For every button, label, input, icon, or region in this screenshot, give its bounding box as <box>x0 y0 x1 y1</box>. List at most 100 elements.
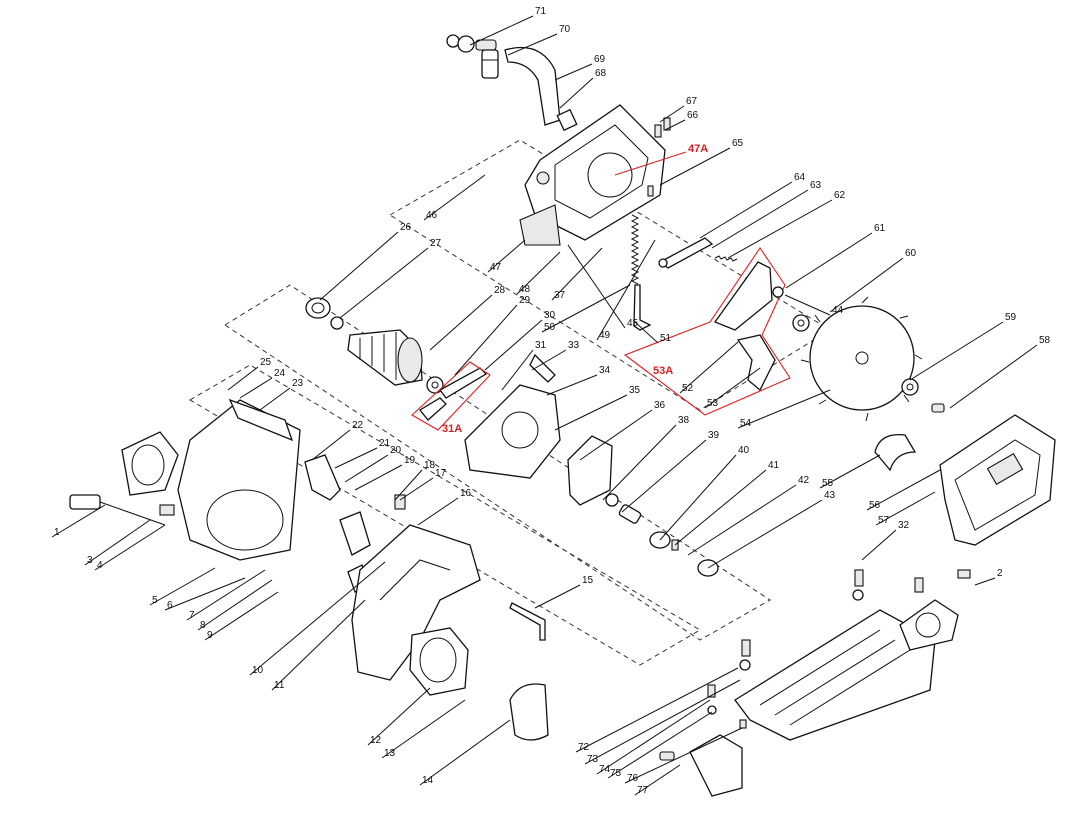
part-number-14: 14 <box>422 775 434 786</box>
part-number-71: 71 <box>535 6 547 17</box>
callout-label-b: 31A <box>442 423 462 435</box>
part-number-68: 68 <box>595 68 607 79</box>
leader-line-14 <box>419 719 511 786</box>
leader-line-73 <box>584 679 741 765</box>
part-number-33: 33 <box>568 340 580 351</box>
part-number-16: 16 <box>460 488 472 499</box>
part-washer-62 <box>772 286 784 298</box>
part-number-73: 73 <box>587 754 599 765</box>
leader-line-26 <box>319 231 399 301</box>
leader-line-18 <box>394 469 423 501</box>
leader-line-51 <box>634 321 659 344</box>
part-number-49: 49 <box>599 330 611 341</box>
part-number-64: 64 <box>794 172 806 183</box>
leader-line-13 <box>381 699 466 759</box>
leader-line-5 <box>149 567 216 606</box>
part-number-52: 52 <box>682 383 694 394</box>
part-number-1: 1 <box>54 527 60 538</box>
leader-line-27 <box>339 247 429 319</box>
part-inner-flange <box>792 314 810 332</box>
part-number-13: 13 <box>384 748 396 759</box>
part-number-65: 65 <box>732 138 744 149</box>
leader-line-76 <box>624 727 743 784</box>
part-end-cap <box>121 431 179 496</box>
part-number-62: 62 <box>834 190 846 201</box>
part-bearing-29 <box>426 376 444 394</box>
part-number-4: 4 <box>97 560 103 571</box>
part-power-cord <box>69 494 166 526</box>
part-handle <box>351 524 481 681</box>
leader-line-55 <box>819 454 881 489</box>
leader-line-47 <box>487 239 526 273</box>
part-number-21: 21 <box>379 438 391 449</box>
part-number-69: 69 <box>594 54 606 65</box>
leader-line-9 <box>204 591 279 641</box>
part-lower-blade-guard <box>939 414 1056 546</box>
part-number-57: 57 <box>878 515 890 526</box>
part-number-43: 43 <box>824 490 836 501</box>
part-number-3: 3 <box>87 555 93 566</box>
leader-line-39 <box>621 439 707 513</box>
leader-line-37 <box>551 247 603 301</box>
part-brake-plate <box>439 367 488 399</box>
leader-line-53 <box>704 367 761 409</box>
leader-line-31 <box>501 349 534 391</box>
leader-line-67 <box>659 105 685 123</box>
leader-line-52 <box>679 341 739 394</box>
part-number-32: 32 <box>898 520 910 531</box>
outline-motor-group <box>224 284 771 641</box>
leader-line-24 <box>239 377 273 399</box>
part-upper-blade-guard <box>519 104 666 246</box>
part-number-53: 53 <box>707 398 719 409</box>
leader-line-36 <box>579 409 653 461</box>
part-number-20: 20 <box>390 445 402 456</box>
part-base-plate <box>734 609 936 741</box>
leader-line-32 <box>861 529 897 561</box>
part-number-28: 28 <box>494 285 506 296</box>
part-number-24: 24 <box>274 368 286 379</box>
leader-line-40 <box>659 454 737 541</box>
part-number-45: 45 <box>627 318 639 329</box>
part-guard-blade-plate <box>736 334 776 392</box>
part-return-spring <box>630 214 640 285</box>
callout-label-a: 47A <box>688 143 708 155</box>
leader-line-20 <box>344 454 389 483</box>
leader-line-38 <box>602 424 677 501</box>
leader-line-68 <box>559 77 594 109</box>
callout-outline-c <box>623 247 791 416</box>
part-cord-clamp <box>159 504 175 516</box>
leader-line-57 <box>875 491 936 526</box>
leader-line-48 <box>516 251 561 295</box>
part-washer-27 <box>330 316 344 330</box>
leader-line-66 <box>664 119 686 131</box>
leader-line-21 <box>334 447 378 469</box>
part-number-42: 42 <box>798 475 810 486</box>
leader-line-75 <box>607 711 713 779</box>
leader-line-10 <box>249 561 386 676</box>
part-number-51: 51 <box>660 333 672 344</box>
leader-line-4 <box>94 524 166 571</box>
callout-label-c: 53A <box>653 365 673 377</box>
part-number-5: 5 <box>152 595 158 606</box>
part-number-67: 67 <box>686 96 698 107</box>
part-trigger-switch <box>304 454 341 501</box>
part-number-47: 47 <box>490 262 502 273</box>
part-number-44: 44 <box>832 305 844 316</box>
part-number-8: 8 <box>200 620 206 631</box>
part-number-61: 61 <box>874 223 886 234</box>
leader-line-50 <box>541 284 631 333</box>
part-number-19: 19 <box>404 455 416 466</box>
leader-line-64 <box>699 181 793 239</box>
part-number-15: 15 <box>582 575 594 586</box>
part-number-36: 36 <box>654 400 666 411</box>
part-outer-flange <box>901 378 919 396</box>
part-lock-lever <box>481 49 499 79</box>
part-hex-key <box>509 602 546 641</box>
leader-line-2 <box>974 577 996 586</box>
part-number-55: 55 <box>822 478 834 489</box>
leader-line-63 <box>711 189 809 249</box>
part-number-72: 72 <box>578 742 590 753</box>
leader-line-25 <box>227 366 259 391</box>
outline-lower-group <box>189 364 701 666</box>
